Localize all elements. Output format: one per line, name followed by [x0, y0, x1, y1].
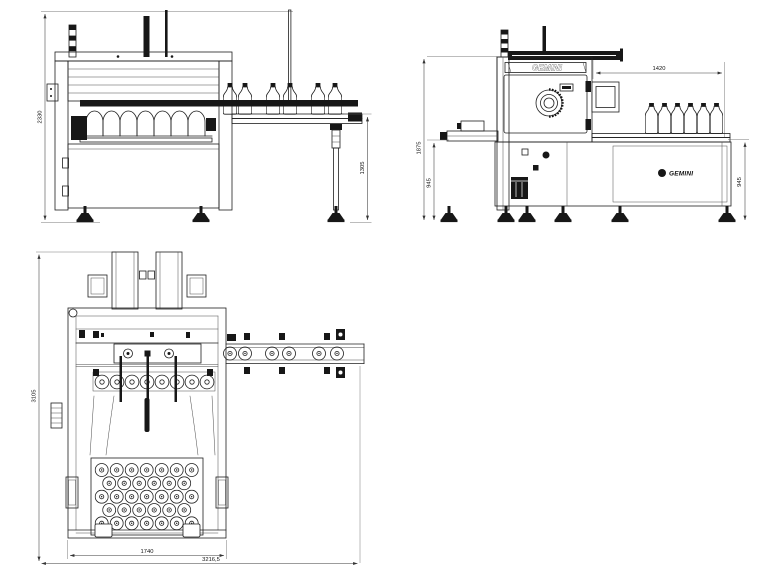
dim-label-side-conveyor-height: 1305 [360, 162, 366, 175]
cap-on-conveyor [331, 347, 344, 360]
top-beam [508, 48, 623, 62]
guide-rod [165, 10, 168, 57]
cabinet-door [503, 74, 588, 134]
drive-block [71, 116, 87, 140]
forming-domes [71, 110, 216, 143]
bottle [710, 103, 723, 133]
guide-rail-band [80, 100, 358, 107]
guide-rod [542, 26, 546, 57]
dim-label-side-total-height: 2330 [38, 111, 44, 124]
front-elevation-view: 1420 GEMINI [417, 26, 749, 222]
filling-head [155, 375, 169, 389]
filling-head [125, 375, 139, 389]
caps-hopper [90, 457, 204, 536]
cap-on-conveyor [283, 347, 296, 360]
cap-on-conveyor [239, 347, 252, 360]
switch [533, 165, 539, 171]
brand-logo-icon [658, 169, 666, 177]
stub-motor [440, 132, 447, 140]
dimension-front-outfeed-height: 945 [427, 139, 449, 220]
drive-block [206, 118, 216, 131]
filling-head [185, 375, 199, 389]
leveling-foot [519, 206, 536, 222]
dim-label-front-total-height: 1875 [417, 142, 423, 155]
bottle [266, 83, 280, 114]
dim-label-plan-depth: 3105 [32, 390, 38, 403]
hmi-panel [591, 81, 620, 113]
side-elevation-view: 2330 [38, 9, 372, 223]
bottle [238, 83, 252, 114]
bottle [658, 103, 671, 133]
dim-label-plan-overall-width: 3216,5 [202, 557, 220, 563]
table-and-base: GEMINI [494, 133, 732, 207]
foot-pad [94, 523, 113, 538]
brand-logo-top: GEMINI [532, 64, 563, 73]
cap-on-conveyor [224, 347, 237, 360]
dim-label-front-outfeed-height: 945 [427, 178, 433, 188]
bottle [645, 103, 658, 133]
bottle [223, 83, 237, 114]
foot-pad [182, 523, 201, 538]
brand-logo-panel-group: GEMINI [658, 169, 693, 178]
switch [521, 148, 529, 156]
bottle [684, 103, 697, 133]
dimension-front-table-height: 945 [728, 139, 749, 220]
leveling-foot [193, 206, 210, 222]
dimension-plan-depth: 3105 [32, 251, 116, 561]
leveling-foot [719, 206, 736, 222]
cap-on-conveyor [313, 347, 326, 360]
leveling-foot [555, 206, 572, 222]
hinge [585, 81, 591, 92]
outfeed-conveyor [80, 83, 363, 222]
logo-band [504, 62, 587, 73]
bottle-magazines [87, 251, 207, 310]
leveling-foot [612, 206, 629, 222]
leveling-foot [77, 206, 94, 222]
conveyor-drive [348, 112, 362, 122]
column-rod [288, 9, 292, 103]
filling-head [95, 375, 109, 389]
nameplate [559, 83, 574, 92]
bottle [311, 83, 325, 114]
leveling-foot [498, 206, 515, 222]
dim-label-front-span: 1420 [653, 66, 666, 72]
outfeed-stub [440, 120, 499, 142]
dimension-plan-machine-width: 1740 [67, 540, 227, 559]
press-rod [143, 16, 150, 57]
plan-view: 3105 [32, 251, 365, 566]
dimension-side-conveyor-height: 1305 [344, 113, 372, 223]
side-bracket [46, 83, 59, 102]
dimension-plan-overall-width: 3216,5 [41, 557, 358, 566]
stack-pole [500, 29, 509, 58]
filling-head [200, 375, 214, 389]
dimension-front-span: 1420 [592, 59, 725, 137]
filling-heads [89, 356, 216, 456]
brand-logo-panel: GEMINI [669, 171, 693, 178]
bottle-group [645, 103, 723, 133]
dim-label-plan-machine-width: 1740 [141, 549, 154, 555]
conveyor-leg [333, 147, 339, 211]
bottle [697, 103, 710, 133]
canister [511, 177, 528, 199]
side-ladder-bracket [50, 402, 63, 429]
hinge [585, 119, 591, 130]
bottle [328, 83, 342, 114]
leveling-foot [441, 206, 458, 222]
leveling-foot [328, 206, 345, 222]
push-button [542, 151, 550, 159]
porthole-dial [535, 88, 564, 118]
bottle [283, 83, 297, 114]
machine-body [46, 51, 233, 211]
dim-label-front-table-height: 945 [737, 177, 743, 187]
dimension-front-total-height: 1875 [417, 56, 497, 220]
rear-panel [612, 145, 728, 203]
center-rod [144, 398, 150, 432]
cap-on-conveyor [266, 347, 279, 360]
bottle [671, 103, 684, 133]
conveyor-end-clamp [336, 329, 345, 378]
base-cabinet [67, 143, 220, 209]
conveyor-plan [224, 329, 365, 378]
stack-pole [68, 24, 77, 58]
